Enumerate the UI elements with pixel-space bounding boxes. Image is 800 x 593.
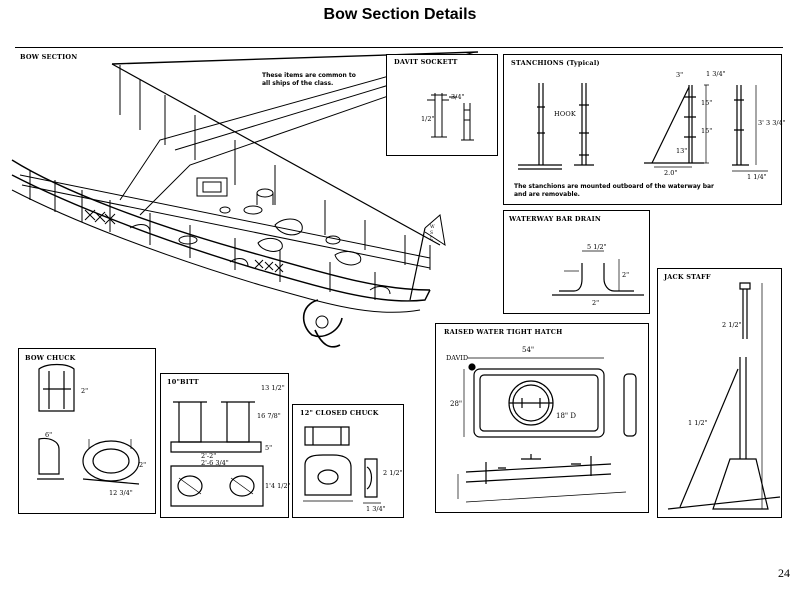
stanchions-note: The stanchions are mounted outboard of t…: [514, 183, 714, 199]
jack-staff-drawing: [658, 269, 783, 519]
davit-socket-panel: DAVIT SOCKETT 3/4" 1/2": [386, 54, 498, 156]
stanchion-dim-0: 3": [676, 71, 684, 79]
svg-text:S: S: [430, 230, 433, 236]
bow-section-note-line2: all ships of the class.: [262, 80, 334, 87]
stanchion-dim-1: 1 3/4": [706, 70, 726, 78]
waterway-bar-drain-label: WATERWAY BAR DRAIN: [509, 215, 601, 223]
stanchions-label: STANCHIONS (Typical): [511, 59, 600, 67]
bitt-dim-2: 2'-2": [201, 452, 217, 460]
closed-chuck-drawing: [293, 405, 405, 519]
jack-staff-panel: JACK STAFF 2 1/2" 1 1/2": [657, 268, 782, 518]
page-title: Bow Section Details: [323, 6, 477, 23]
waterway-bar-drain-panel: WATERWAY BAR DRAIN 5 1/2" 2" 2": [503, 210, 650, 314]
bitt-label: 10"BITT: [167, 378, 199, 386]
bow-chuck-dim-1: 6": [45, 431, 53, 439]
bow-chuck-panel: BOW CHUCK 2" 6" 2" 12 3/4": [18, 348, 156, 514]
waterway-drain-drawing: [504, 211, 651, 315]
stanchion-dim-4: 13": [676, 147, 688, 155]
stanchions-panel: STANCHIONS (Typical) HOOK 3" 1 3/4" 15" …: [503, 54, 786, 206]
bow-chuck-dim-3: 12 3/4": [109, 489, 133, 497]
stanchions-drawing: [504, 55, 783, 206]
davit-socket-label: DAVIT SOCKETT: [394, 58, 458, 66]
hatch-height-dim: 28": [450, 400, 463, 408]
bitt-dim-5: 1'4 1/2": [265, 482, 291, 490]
hatch-width-dim: 54": [522, 346, 535, 354]
closed-chuck-dim-0: 2 1/2": [383, 469, 403, 477]
jack-staff-dim-1: 1 1/2": [688, 419, 708, 427]
closed-chuck-panel: 12" CLOSED CHUCK 2 1/2" 1 3/4": [292, 404, 404, 518]
page-number: 24: [778, 566, 790, 580]
stanchion-dim-6: 3' 3 3/4": [758, 119, 786, 127]
drain-dim-0: 5 1/2": [587, 243, 607, 251]
bitt-dim-0: 13 1/2": [261, 384, 285, 392]
davit-dim-b: 1/2": [421, 115, 435, 123]
davit-socket-drawing: [387, 55, 499, 157]
drain-dim-2: 2": [592, 299, 600, 307]
stanchions-note-line2: and are removable.: [514, 191, 580, 198]
jack-staff-dim-0: 2 1/2": [722, 321, 742, 329]
davit-dim-a: 3/4": [451, 93, 465, 101]
bitt-dim-4: 5": [265, 444, 273, 452]
bitt-dim-1: 16 7/8": [257, 412, 281, 420]
bow-chuck-dim-2: 2": [139, 461, 147, 469]
jack-staff-label: JACK STAFF: [664, 273, 711, 281]
drain-dim-1: 2": [622, 271, 630, 279]
bow-section-note: These items are common to all ships of t…: [262, 72, 356, 88]
bow-section-label: BOW SECTION: [20, 53, 78, 61]
bow-chuck-drawing: [19, 349, 157, 515]
hatch-panel: RAISED WATER TIGHT HATCH DAVID 54" 28" 1…: [435, 323, 649, 513]
closed-chuck-dim-1: 1 3/4": [366, 505, 386, 513]
stanchion-dim-2: 15": [701, 99, 713, 107]
hatch-label: RAISED WATER TIGHT HATCH: [444, 328, 563, 336]
header-rule: [15, 47, 783, 48]
bow-chuck-label: BOW CHUCK: [25, 354, 76, 362]
hatch-drawing: [436, 324, 650, 514]
bitt-panel: 10"BITT 13 1/2" 16 7/8" 2'-2" 2'-6 3/4" …: [160, 373, 291, 519]
svg-text:L: L: [430, 236, 433, 242]
closed-chuck-label: 12" CLOSED CHUCK: [300, 409, 379, 417]
stanchion-dim-3: 15": [701, 127, 713, 135]
stanchion-dim-7: 1 1/4": [747, 173, 767, 181]
bitt-dim-3: 2'-6 3/4": [201, 459, 229, 467]
svg-text:W: W: [430, 224, 435, 230]
bitt-drawing: [161, 374, 290, 519]
stanchions-note-line1: The stanchions are mounted outboard of t…: [514, 183, 715, 190]
stanchion-dim-5: 2.0": [664, 169, 678, 177]
bow-chuck-dim-0: 2": [81, 387, 89, 395]
hatch-david-label: DAVID: [446, 354, 469, 362]
hook-label: HOOK: [554, 110, 576, 118]
hatch-port-dim: 18" D: [556, 412, 576, 420]
bow-section-note-line1: These items are common to: [262, 72, 356, 79]
